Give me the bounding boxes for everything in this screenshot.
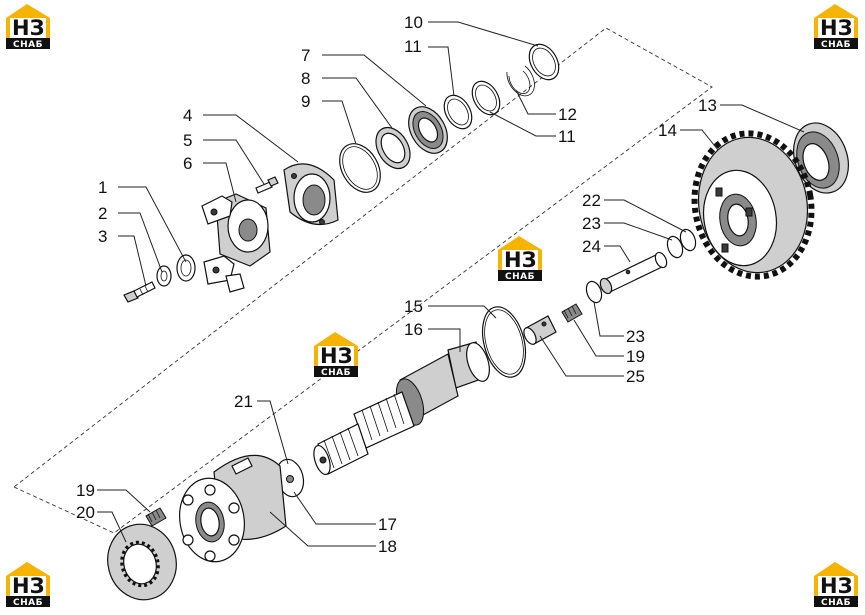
part-25-plug	[523, 315, 557, 345]
callout-8: 8	[301, 69, 310, 88]
part-19-spring-b	[145, 507, 167, 527]
callout-13: 13	[698, 96, 717, 115]
watermark-logo-top-right: НЗ СНАБ	[814, 4, 858, 50]
part-14-gear	[691, 130, 815, 280]
callout-17: 17	[378, 515, 397, 534]
watermark-caption: СНАБ	[13, 40, 43, 50]
watermark-letters: НЗ	[504, 248, 537, 272]
watermark-caption: СНАБ	[13, 598, 43, 608]
callout-10: 10	[404, 13, 423, 32]
callout-19-right: 19	[626, 347, 645, 366]
watermark-logo-bottom-left: НЗ СНАБ	[6, 562, 50, 608]
part-11-ring-a	[443, 94, 473, 130]
callout-3: 3	[98, 227, 107, 246]
watermark-caption: СНАБ	[321, 368, 351, 378]
callout-5: 5	[183, 131, 192, 150]
part-16-shaft	[313, 341, 490, 476]
watermark-logo-top-left: НЗ СНАБ	[6, 4, 50, 50]
watermark-letters: НЗ	[820, 574, 853, 598]
watermark-caption: СНАБ	[821, 40, 851, 50]
callout-19-left: 19	[76, 481, 95, 500]
callout-15: 15	[404, 297, 423, 316]
watermark-logo-bottom-right: НЗ СНАБ	[814, 562, 858, 608]
part-20-plate	[107, 523, 177, 601]
callout-23-upper: 23	[582, 214, 601, 233]
part-5-bolt	[255, 176, 279, 194]
part-9-o-ring	[339, 143, 381, 193]
callout-6: 6	[183, 154, 192, 173]
callout-20: 20	[76, 503, 95, 522]
part-6-yoke	[201, 193, 271, 293]
callout-22: 22	[582, 191, 601, 210]
part-12-circlip	[506, 65, 535, 97]
assembly-boundary-dashed	[13, 27, 713, 534]
callout-12: 12	[558, 105, 577, 124]
watermark-letters: НЗ	[820, 16, 853, 40]
callout-21: 21	[234, 392, 253, 411]
part-15-o-ring	[481, 306, 527, 378]
part-10-circlip	[528, 43, 560, 81]
callout-7: 7	[301, 46, 310, 65]
watermark-letters: НЗ	[12, 574, 45, 598]
callout-24: 24	[582, 237, 601, 256]
part-11-ring-b	[471, 80, 501, 116]
watermark-letters: НЗ	[320, 344, 353, 368]
part-19-spring-a	[561, 303, 583, 323]
leader-lines	[97, 21, 805, 547]
watermark-caption: СНАБ	[505, 272, 535, 282]
callout-4: 4	[183, 106, 192, 125]
part-8-seal-ring	[375, 126, 411, 170]
part-23-ring-a	[666, 235, 684, 259]
part-18-hub	[179, 454, 287, 563]
callout-2: 2	[98, 204, 107, 223]
callout-11-lower: 11	[558, 127, 576, 146]
callout-1: 1	[98, 178, 107, 197]
watermark-logo-center-upper: НЗ СНАБ	[498, 236, 542, 282]
watermark-logo-center-lower: НЗ СНАБ	[314, 332, 358, 378]
part-22-ring	[679, 228, 697, 252]
part-1-washer	[176, 254, 196, 282]
callout-11-upper: 11	[404, 37, 422, 56]
callout-9: 9	[301, 92, 310, 111]
watermark-letters: НЗ	[12, 16, 45, 40]
callout-23-lower: 23	[626, 327, 645, 346]
callout-18: 18	[378, 537, 397, 556]
part-23-ring-b	[585, 280, 603, 304]
part-7-bearing	[408, 106, 448, 154]
part-2-washer	[156, 265, 172, 287]
part-3-bolt	[123, 281, 156, 303]
callout-labels: 1 2 3 4 5 6 7 8 9 10 11 11 12 13 14 15 1…	[76, 13, 717, 556]
callout-14: 14	[658, 121, 677, 140]
part-24-pin	[599, 251, 668, 295]
callout-25: 25	[626, 367, 645, 386]
watermark-caption: СНАБ	[821, 598, 851, 608]
callout-16: 16	[404, 320, 423, 339]
part-4-flange	[283, 163, 339, 226]
